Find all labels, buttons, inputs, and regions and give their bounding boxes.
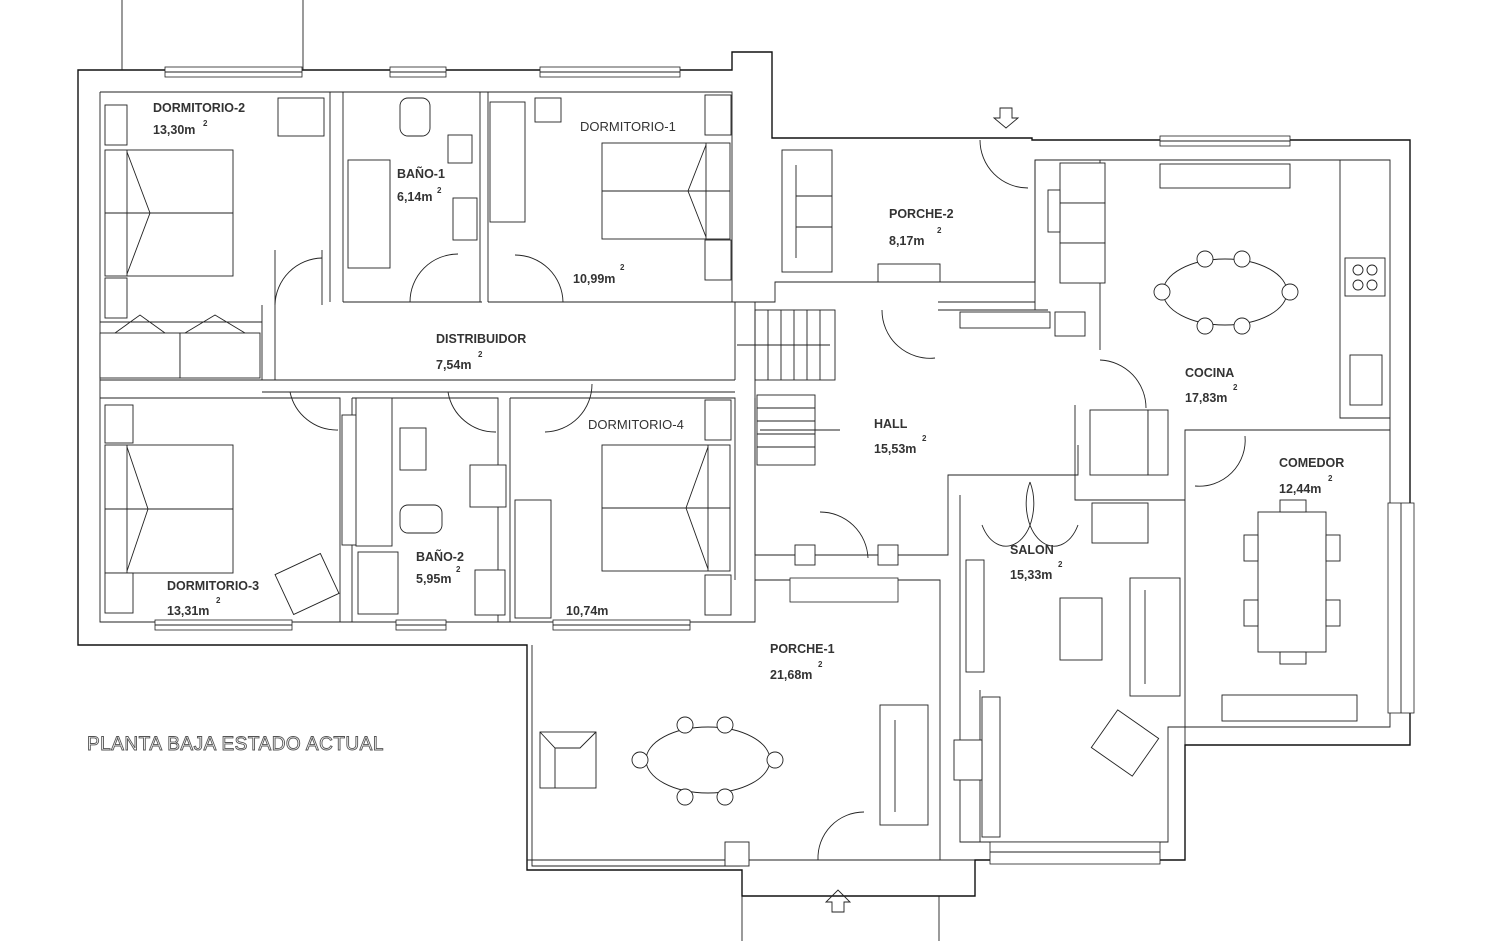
porche1-name: PORCHE-1 bbox=[770, 642, 835, 656]
hall-area-sup: 2 bbox=[922, 434, 927, 443]
dormitorio4-name: DORMITORIO-4 bbox=[588, 417, 684, 432]
dormitorio4-area: 10,74m bbox=[566, 604, 608, 618]
comedor-area: 12,44m bbox=[1279, 482, 1321, 496]
cocina-area: 17,83m bbox=[1185, 391, 1227, 405]
salon-area: 15,33m bbox=[1010, 568, 1052, 582]
porche1-area: 21,68m bbox=[770, 668, 812, 682]
stairs bbox=[737, 309, 840, 466]
dormitorio3-name: DORMITORIO-3 bbox=[167, 579, 259, 593]
dormitorio2-area-sup: 2 bbox=[203, 119, 208, 128]
furniture bbox=[99, 94, 1386, 838]
plan-title: PLANTA BAJA ESTADO ACTUAL bbox=[87, 734, 384, 755]
dormitorio1-name: DORMITORIO-1 bbox=[580, 119, 676, 134]
salon-area-sup: 2 bbox=[1058, 560, 1063, 569]
dormitorio1-area-sup: 2 bbox=[620, 263, 625, 272]
porche2-area: 8,17m bbox=[889, 234, 924, 248]
dormitorio2-name: DORMITORIO-2 bbox=[153, 101, 245, 115]
distribuidor-area-sup: 2 bbox=[478, 350, 483, 359]
cocina-area-sup: 2 bbox=[1233, 383, 1238, 392]
distribuidor-area: 7,54m bbox=[436, 358, 471, 372]
dormitorio3-area: 13,31m bbox=[167, 604, 209, 618]
salon-name: SALON bbox=[1010, 543, 1054, 557]
porche2-name: PORCHE-2 bbox=[889, 207, 954, 221]
room-labels: DORMITORIO-2 13,30m 2 BAÑO-1 6,14m 2 DOR… bbox=[87, 101, 1345, 755]
bano2-area-sup: 2 bbox=[456, 565, 461, 574]
distribuidor-name: DISTRIBUIDOR bbox=[436, 332, 526, 346]
hall-area: 15,53m bbox=[874, 442, 916, 456]
comedor-name: COMEDOR bbox=[1279, 456, 1344, 470]
entry-arrows bbox=[824, 107, 1020, 913]
porche1-entry-arrow-icon bbox=[824, 889, 852, 913]
porche2-entry-arrow-icon bbox=[992, 107, 1020, 129]
bano1-area-sup: 2 bbox=[437, 186, 442, 195]
bano2-area: 5,95m bbox=[416, 572, 451, 586]
walls bbox=[77, 0, 1411, 941]
comedor-area-sup: 2 bbox=[1328, 474, 1333, 483]
doors bbox=[274, 139, 1246, 867]
cocina-name: COCINA bbox=[1185, 366, 1234, 380]
bano1-name: BAÑO-1 bbox=[397, 166, 445, 181]
porche1-area-sup: 2 bbox=[818, 660, 823, 669]
dormitorio2-area: 13,30m bbox=[153, 123, 195, 137]
dormitorio3-area-sup: 2 bbox=[216, 596, 221, 605]
hall-name: HALL bbox=[874, 417, 908, 431]
bano1-area: 6,14m bbox=[397, 190, 432, 204]
windows bbox=[154, 66, 1415, 865]
porche2-area-sup: 2 bbox=[937, 226, 942, 235]
dormitorio1-area: 10,99m bbox=[573, 272, 615, 286]
bano2-name: BAÑO-2 bbox=[416, 549, 464, 564]
